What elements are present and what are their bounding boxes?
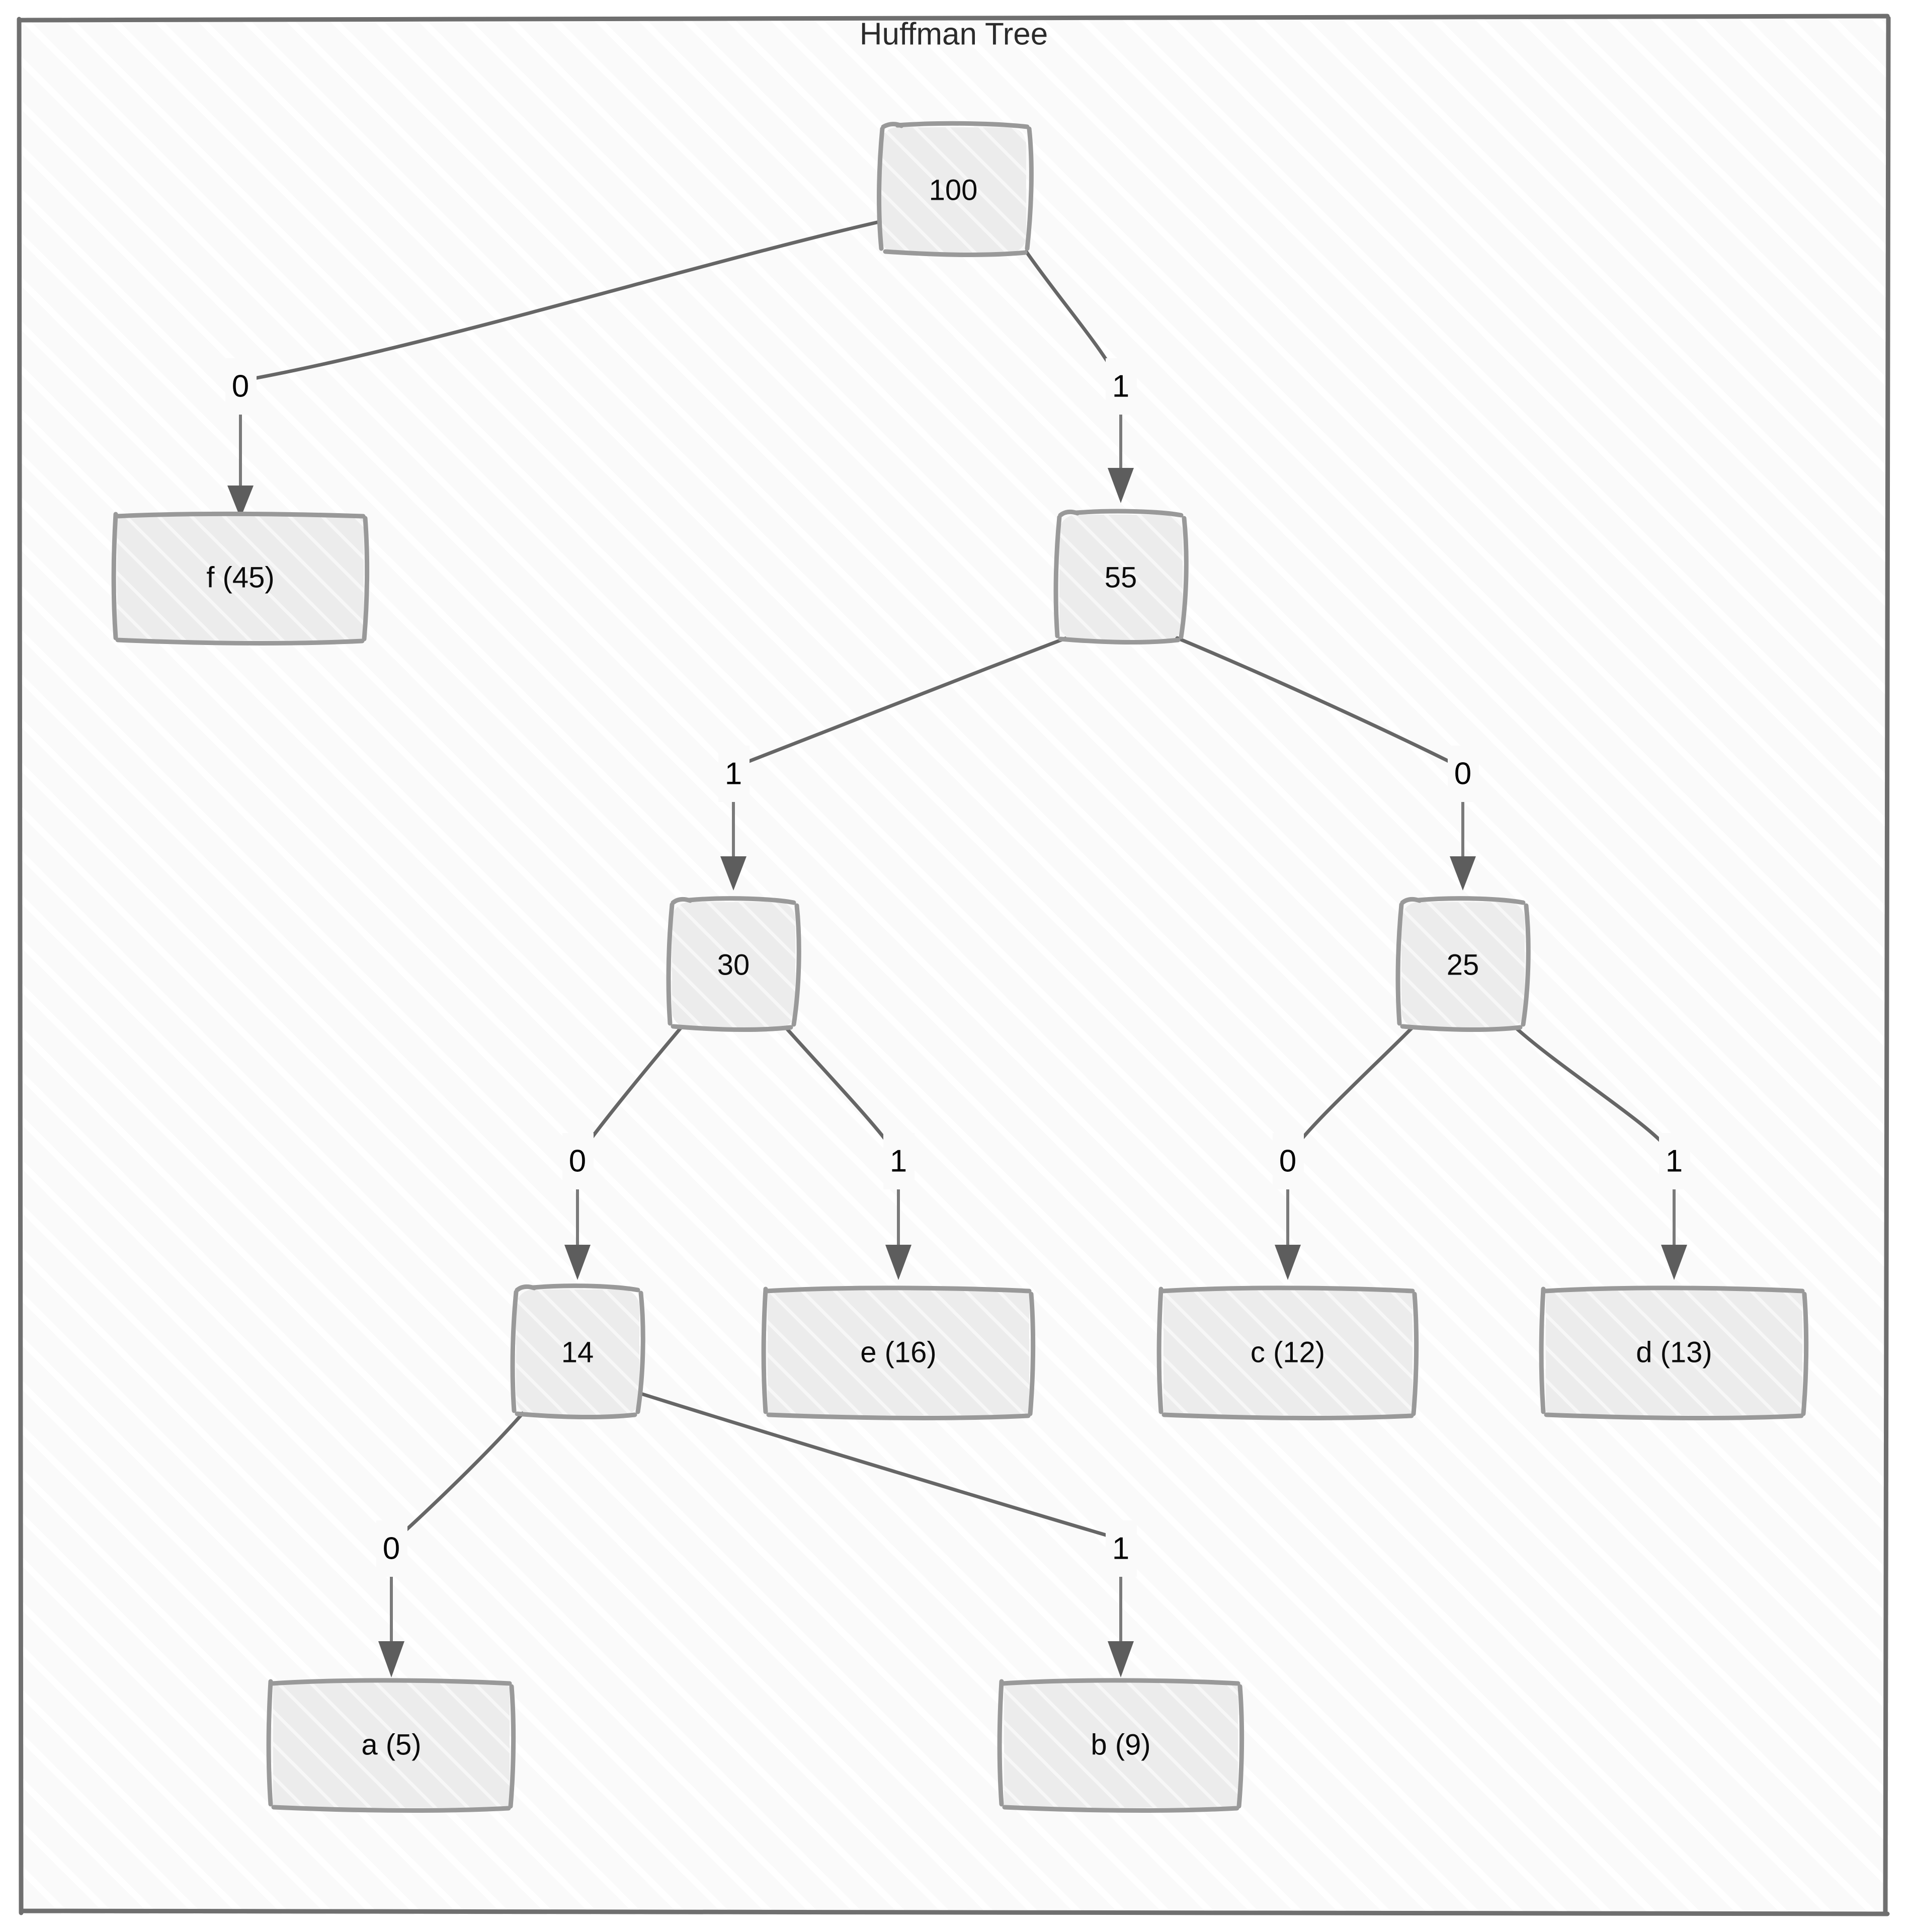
node-label: 55 bbox=[1105, 561, 1137, 594]
page-title: Huffman Tree bbox=[860, 17, 1048, 51]
edge-label: 0 bbox=[383, 1531, 400, 1566]
node-label: 25 bbox=[1447, 948, 1479, 981]
edge-label-n25-d13: 1 bbox=[1659, 1133, 1690, 1189]
edge-n14-b9 bbox=[636, 1391, 1134, 1677]
node-14[interactable]: 14 bbox=[510, 1283, 645, 1419]
edge-label: 1 bbox=[890, 1144, 907, 1178]
edge-n55-n30 bbox=[720, 636, 1068, 891]
edge-label-n14-a5: 0 bbox=[376, 1520, 407, 1577]
edge-labels-layer: 0 1 1 0 0 1 0 bbox=[225, 358, 1690, 1577]
edge-label: 0 bbox=[1279, 1144, 1296, 1178]
node-label: 30 bbox=[717, 948, 750, 981]
edge-n55-n25 bbox=[1175, 636, 1476, 891]
edge-label: 1 bbox=[725, 756, 742, 791]
node-label: e (16) bbox=[860, 1336, 937, 1369]
edge-label-n55-n25: 0 bbox=[1448, 746, 1479, 802]
node-f45[interactable]: f (45) bbox=[111, 511, 370, 646]
node-c12[interactable]: c (12) bbox=[1156, 1285, 1419, 1420]
edge-label: 1 bbox=[1112, 1531, 1129, 1566]
node-b9[interactable]: b (9) bbox=[997, 1678, 1245, 1813]
node-a5[interactable]: a (5) bbox=[266, 1678, 516, 1813]
diagram-frame bbox=[17, 14, 1891, 1916]
node-e16[interactable]: e (16) bbox=[761, 1285, 1036, 1420]
edge-label: 0 bbox=[569, 1144, 586, 1178]
node-100[interactable]: 100 bbox=[877, 121, 1034, 257]
node-d13[interactable]: d (13) bbox=[1539, 1285, 1809, 1420]
node-label: d (13) bbox=[1636, 1336, 1712, 1369]
edge-label: 1 bbox=[1666, 1144, 1683, 1178]
edge-label-100-f45: 0 bbox=[225, 358, 257, 415]
edge-label: 1 bbox=[1112, 369, 1129, 404]
edge-label-n14-b9: 1 bbox=[1106, 1520, 1137, 1577]
node-55[interactable]: 55 bbox=[1053, 509, 1189, 645]
edge-label-100-n55: 1 bbox=[1106, 358, 1137, 415]
node-label: 100 bbox=[929, 174, 978, 206]
edge-label-n55-n30: 1 bbox=[718, 746, 750, 802]
edge-label-n30-e16: 1 bbox=[883, 1133, 915, 1189]
node-label: a (5) bbox=[361, 1728, 421, 1761]
node-label: c (12) bbox=[1251, 1336, 1325, 1369]
node-30[interactable]: 30 bbox=[666, 896, 801, 1032]
node-label: f (45) bbox=[206, 561, 274, 594]
edge-label: 0 bbox=[1454, 756, 1471, 791]
node-25[interactable]: 25 bbox=[1395, 896, 1531, 1032]
edge-100-f45 bbox=[227, 219, 883, 518]
node-label: b (9) bbox=[1091, 1728, 1150, 1761]
edge-label-n30-n14: 0 bbox=[562, 1133, 594, 1189]
edge-label-n25-c12: 0 bbox=[1273, 1133, 1304, 1189]
node-label: 14 bbox=[561, 1336, 594, 1369]
edge-label: 0 bbox=[232, 369, 249, 404]
